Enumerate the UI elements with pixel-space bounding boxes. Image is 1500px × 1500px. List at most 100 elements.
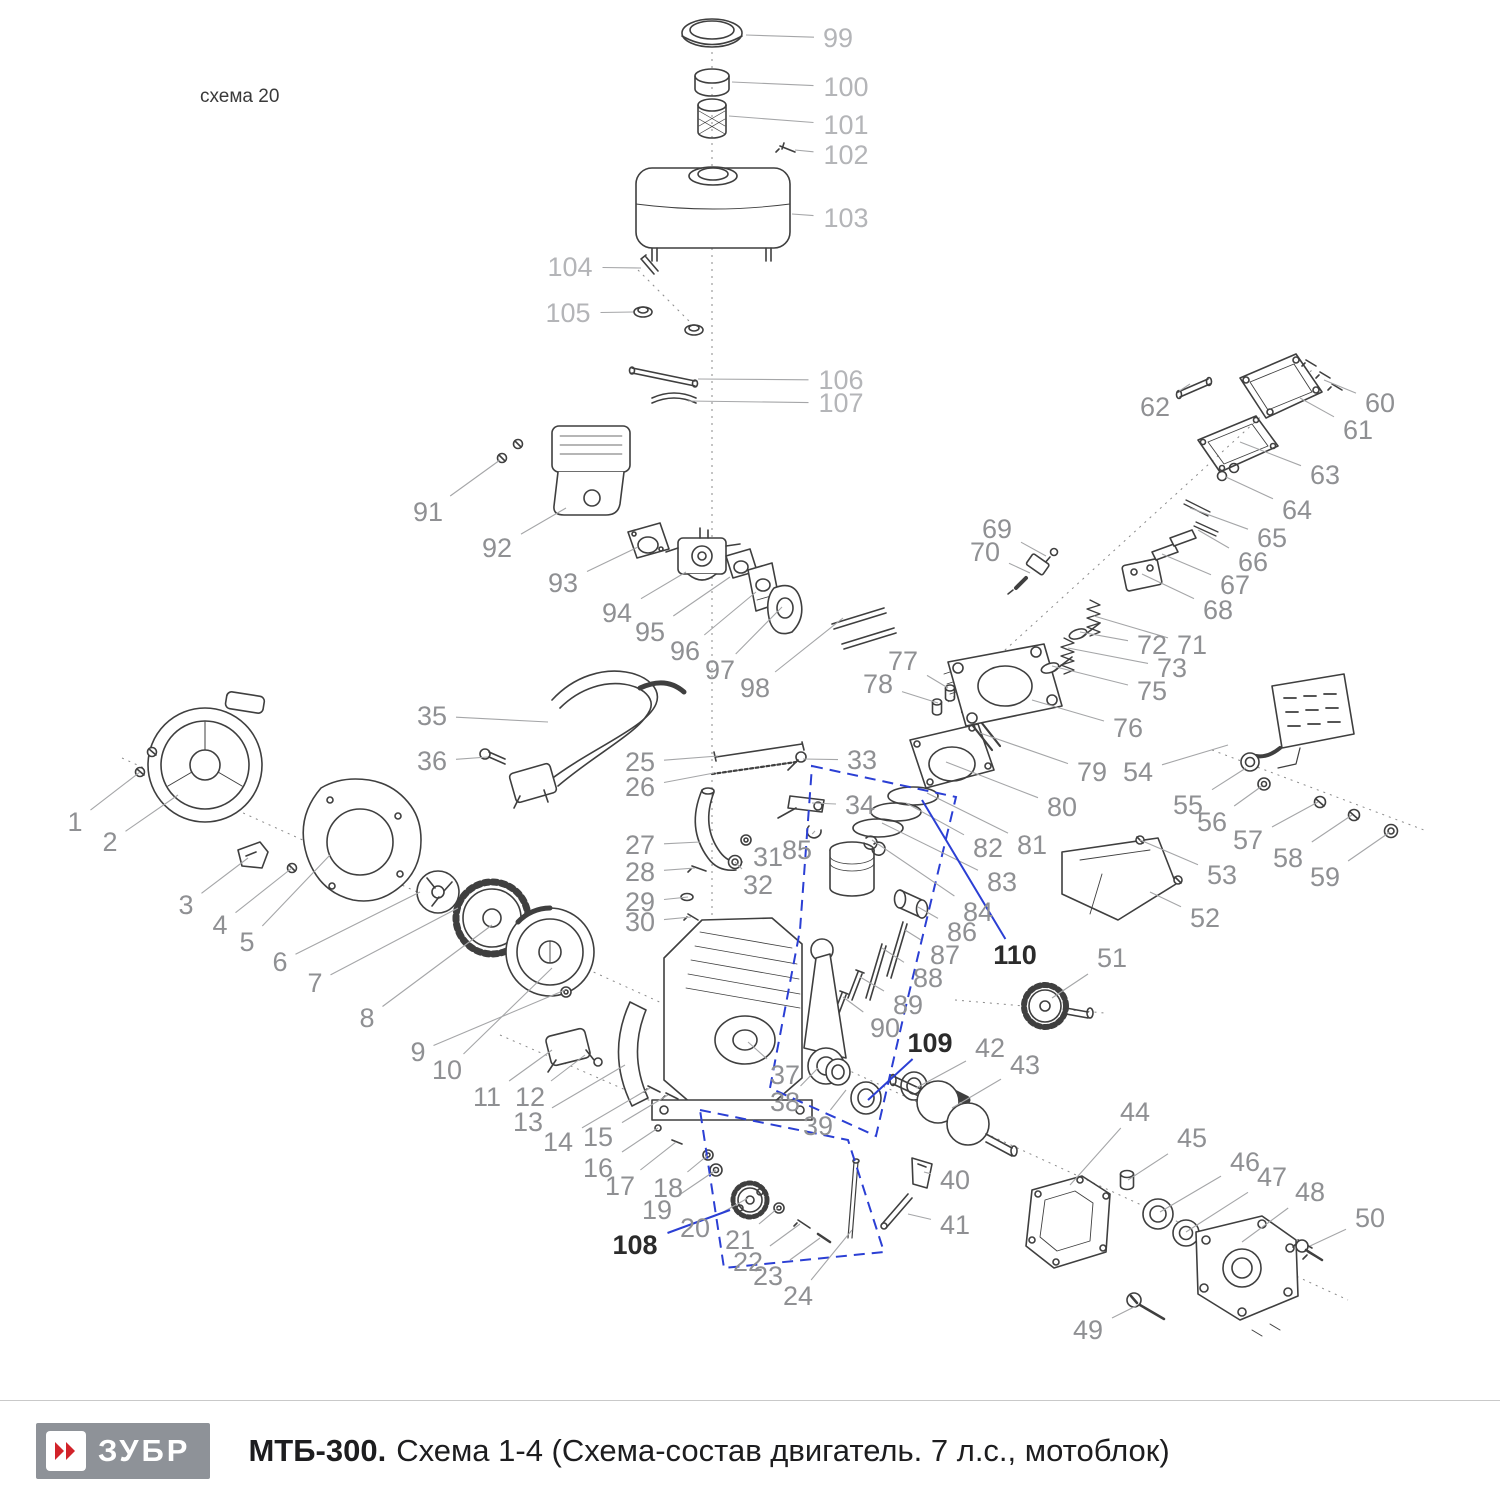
- filter-collar-drawing: [694, 68, 730, 97]
- leader-line-9: [433, 989, 566, 1047]
- part-label-28: 28: [625, 857, 655, 887]
- leader-line-106: [697, 378, 809, 381]
- throttle-lever-drawing: [777, 751, 825, 839]
- part-label-6: 6: [272, 947, 287, 977]
- part-label-108: 108: [612, 1230, 657, 1260]
- part-label-106: 106: [818, 365, 863, 395]
- part-label-88: 88: [913, 963, 943, 993]
- model-name: МТБ-300.: [248, 1432, 387, 1468]
- leader-line-70: [1008, 562, 1031, 574]
- leader-line-58: [1311, 814, 1353, 843]
- leader-line-23: [789, 1237, 821, 1261]
- part-label-69: 69: [982, 514, 1012, 544]
- leader-line-14: [581, 1087, 651, 1129]
- cover-gasket63-drawing: [1197, 415, 1279, 473]
- piston-rings-drawing: [852, 786, 939, 838]
- leader-line-82: [905, 802, 965, 836]
- leader-line-26: [663, 772, 715, 784]
- part-label-92: 92: [482, 533, 512, 563]
- leader-line-102: [794, 149, 814, 153]
- leader-line-72: [1079, 631, 1129, 642]
- air-filter-drawing: [551, 425, 631, 516]
- leader-line-40: [923, 1171, 932, 1175]
- leader-line-108: [667, 1209, 731, 1234]
- carb-linkage-small-parts-drawing: [680, 834, 752, 921]
- leader-line-91: [449, 459, 501, 497]
- governor-fork-drawing: [880, 1157, 933, 1230]
- leader-line-19: [680, 1169, 717, 1195]
- leader-line-34: [811, 802, 837, 805]
- part-label-103: 103: [823, 203, 868, 233]
- leader-line-21: [758, 1207, 779, 1225]
- leader-line-44: [1069, 1127, 1122, 1186]
- part-label-50: 50: [1355, 1203, 1385, 1233]
- cover-gasket-drawing: [1025, 1175, 1111, 1269]
- spark-plug-drawing: [1007, 547, 1059, 595]
- crankshaft-drawing: [889, 1073, 1018, 1157]
- leader-line-32: [734, 861, 743, 870]
- tank-nut-drawing: [633, 306, 704, 336]
- leader-line-51: [1051, 973, 1089, 999]
- leader-line-4: [235, 867, 293, 914]
- zubr-logo: ЗУБР: [36, 1422, 211, 1479]
- part-label-91: 91: [413, 497, 443, 527]
- leader-line-53: [1139, 839, 1199, 866]
- leader-line-22: [769, 1223, 801, 1247]
- part-label-22: 22: [733, 1247, 763, 1277]
- leader-line-43: [951, 1078, 1002, 1109]
- part-label-26: 26: [625, 772, 655, 802]
- part-label-18: 18: [653, 1173, 683, 1203]
- part-label-12: 12: [515, 1082, 545, 1112]
- coil-bolt-drawing: [479, 748, 506, 765]
- part-label-4: 4: [212, 910, 227, 940]
- leader-line-99: [745, 34, 815, 38]
- part-label-7: 7: [307, 968, 322, 998]
- leader-line-28: [663, 867, 696, 871]
- valves-drawing: [1040, 622, 1101, 674]
- part-label-86: 86: [947, 917, 977, 947]
- leader-line-78: [901, 691, 939, 704]
- valve-cover-drawing: [1239, 353, 1323, 419]
- muffler-drawing: [1240, 673, 1355, 791]
- recoil-starter-drawing: [134, 691, 266, 823]
- leader-line-46: [1159, 1175, 1222, 1213]
- part-label-99: 99: [823, 23, 853, 53]
- leader-line-95: [672, 576, 731, 617]
- leader-line-89: [859, 976, 885, 992]
- leader-line-30: [663, 916, 692, 921]
- leader-line-92: [520, 507, 567, 535]
- breather-tube-drawing: [1175, 376, 1213, 400]
- wiring-harness-drawing: [508, 670, 687, 809]
- part-label-59: 59: [1310, 862, 1340, 892]
- part-label-97: 97: [705, 655, 735, 685]
- leader-line-48: [1241, 1207, 1289, 1243]
- leader-line-55: [1211, 767, 1247, 791]
- leader-line-11: [508, 1049, 553, 1082]
- filter-bolts-drawing: [496, 438, 524, 464]
- leader-line-84: [871, 839, 955, 897]
- part-label-52: 52: [1190, 903, 1220, 933]
- leader-line-67: [1161, 553, 1212, 576]
- part-label-1: 1: [67, 807, 82, 837]
- part-label-57: 57: [1233, 825, 1263, 855]
- part-label-8: 8: [359, 1003, 374, 1033]
- part-label-38: 38: [770, 1087, 800, 1117]
- manifold-studs-drawing: [831, 607, 897, 650]
- leader-line-29: [663, 896, 689, 901]
- leader-line-45: [1127, 1153, 1169, 1181]
- governor-rod-drawing: [710, 741, 805, 776]
- part-label-98: 98: [740, 673, 770, 703]
- piston-group-outline: [768, 764, 958, 1138]
- part-label-24: 24: [783, 1281, 813, 1311]
- leader-line-71: [1093, 615, 1169, 639]
- leader-line-97: [735, 606, 783, 655]
- leader-line-2: [125, 794, 179, 832]
- leader-line-33: [802, 758, 839, 761]
- part-label-78: 78: [863, 669, 893, 699]
- leader-line-16: [621, 1127, 659, 1153]
- part-label-41: 41: [940, 1210, 970, 1240]
- part-label-48: 48: [1295, 1177, 1325, 1207]
- leader-line-1: [90, 771, 141, 811]
- leader-line-66: [1197, 529, 1230, 549]
